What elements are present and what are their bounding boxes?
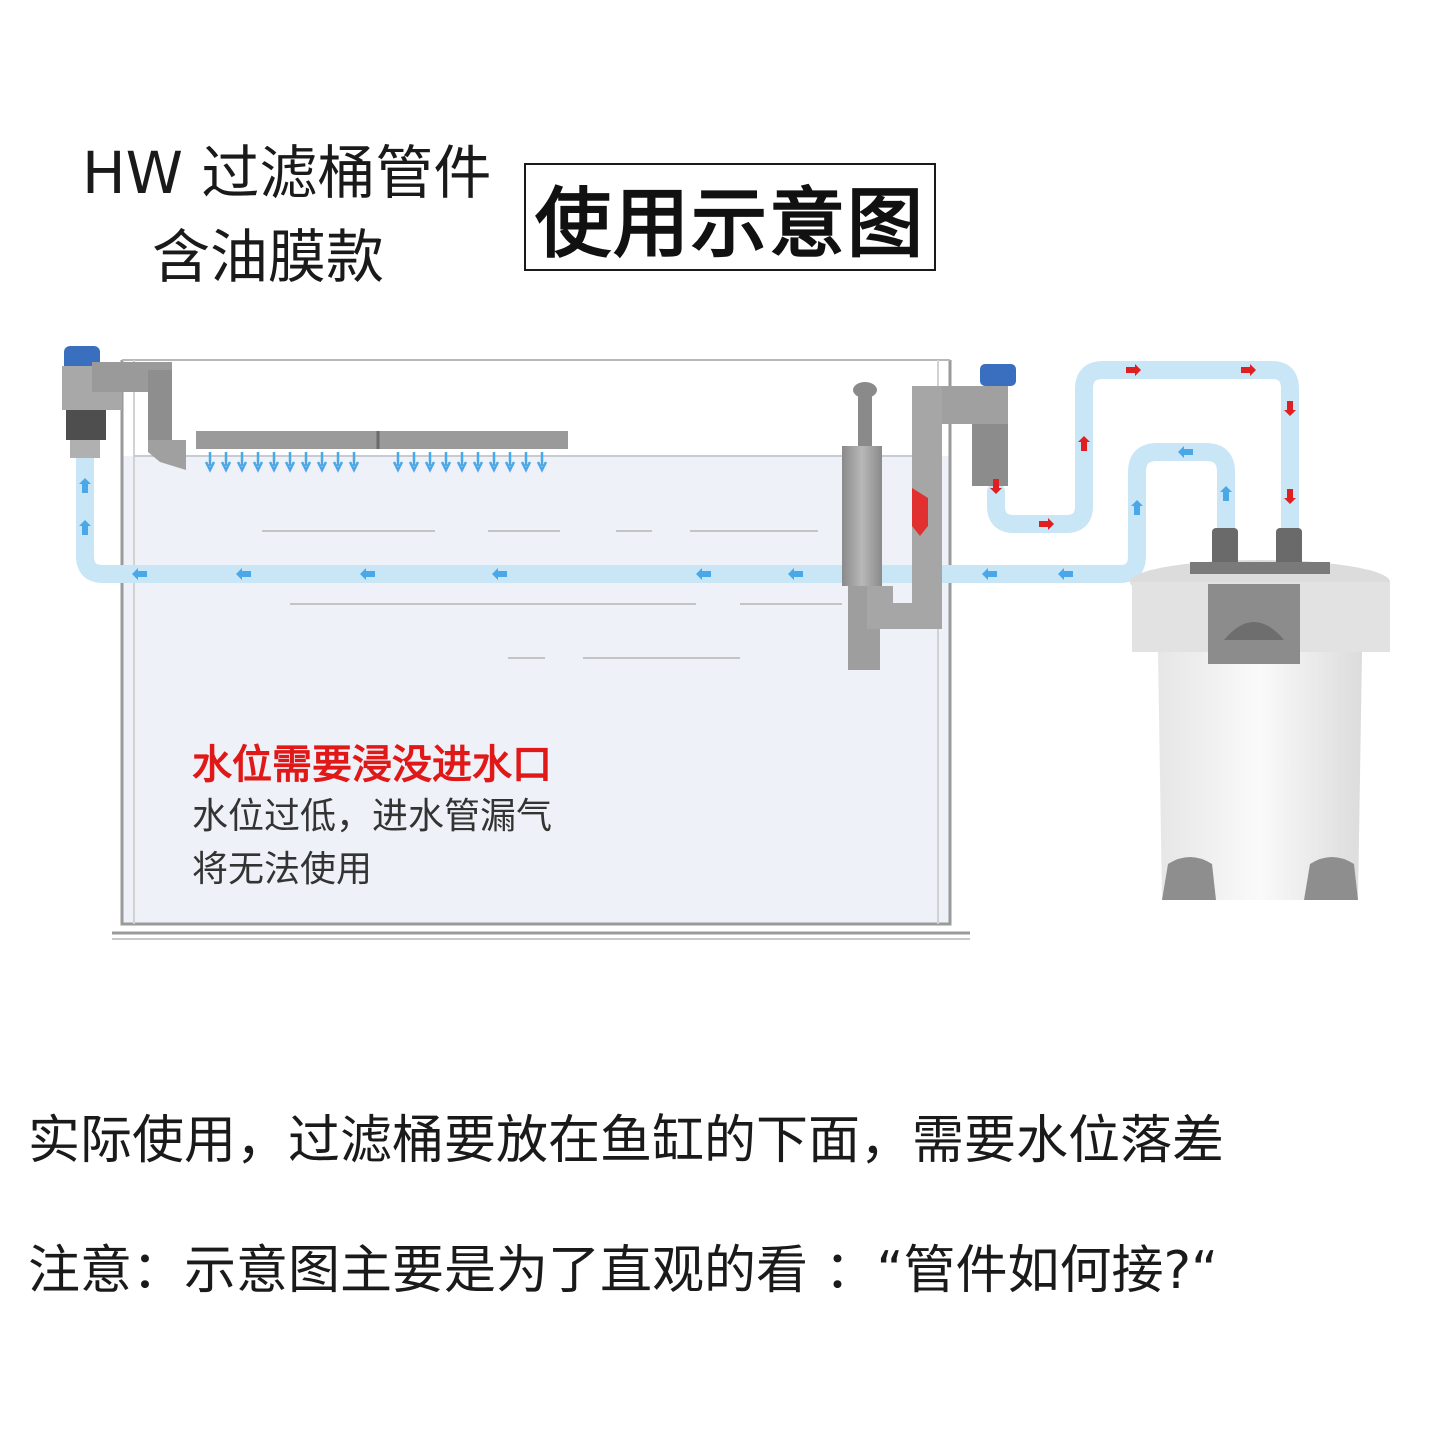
spray-arrows [204,452,548,473]
flow-arrow [990,479,1002,494]
canister-foot-right [1304,857,1358,900]
spray-arrow [300,452,312,473]
flow-arrow [492,568,507,580]
flow-arrow [1241,364,1256,376]
flow-arrows [79,364,1296,580]
flow-arrow [696,568,711,580]
flow-arrow [1078,436,1090,451]
aquarium-tank [112,359,970,940]
attention-note: 注意：示意图主要是为了直观的看 ：“管件如何接?“ [28,1241,1219,1301]
flow-arrow [1284,489,1296,504]
flow-arrow [1220,486,1232,501]
flow-arrow [79,520,91,535]
spray-arrow [520,452,532,473]
strainer [842,446,882,586]
spray-arrow [332,452,344,473]
blue-cap-right [980,364,1016,386]
tank-water [122,456,950,924]
inlet-valve [1276,528,1302,572]
flow-arrow [1178,446,1193,458]
spray-arrow [456,452,468,473]
intake-assembly [842,364,1016,670]
flow-arrow [132,568,147,580]
canister-body [1158,652,1362,900]
warning-line-2: 将无法使用 [192,849,373,890]
canister-foot-left [1162,857,1216,900]
spray-arrow [204,452,216,473]
title-line-2: 含油膜款 [152,223,385,291]
spray-bar [196,431,568,449]
spray-arrow [424,452,436,473]
warning-line-1: 水位过低，进水管漏气 [192,796,553,837]
flow-arrow [1131,500,1143,515]
title-line-1: HW 过滤桶管件 [82,139,492,207]
oil-skimmer-nozzle [148,440,186,470]
flow-arrow [788,568,803,580]
flow-arrow [1039,518,1054,530]
flow-arrow [360,568,375,580]
outflow-fitting [62,346,568,470]
spray-arrow [408,452,420,473]
spray-arrow [488,452,500,473]
heading-box: 使用示意图 [524,163,936,271]
spray-arrow [504,452,516,473]
spray-arrow [268,452,280,473]
usage-note: 实际使用，过滤桶要放在鱼缸的下面，需要水位落差 [28,1111,1225,1171]
outlet-valve [1212,528,1238,572]
spray-arrow [236,452,248,473]
spray-arrow [348,452,360,473]
blue-cap [64,346,100,372]
flow-arrow [982,568,997,580]
aquarium-diagram [62,346,1390,940]
flow-arrow [236,568,251,580]
spray-arrow [536,452,548,473]
spray-arrow [316,452,328,473]
flow-arrow [1126,364,1141,376]
flow-arrow [1058,568,1073,580]
spray-arrow [284,452,296,473]
spray-arrow [392,452,404,473]
spray-arrow [472,452,484,473]
warning-title: 水位需要浸没进水口 [192,742,552,788]
spray-arrow [440,452,452,473]
heading-text: 使用示意图 [535,179,925,268]
water-ripples [262,530,842,659]
canister-filter [1130,528,1390,900]
spray-arrow [220,452,232,473]
height-adjust-arrow [912,488,928,536]
flow-arrow [1284,401,1296,416]
spray-arrow [252,452,264,473]
flow-arrow [79,478,91,493]
